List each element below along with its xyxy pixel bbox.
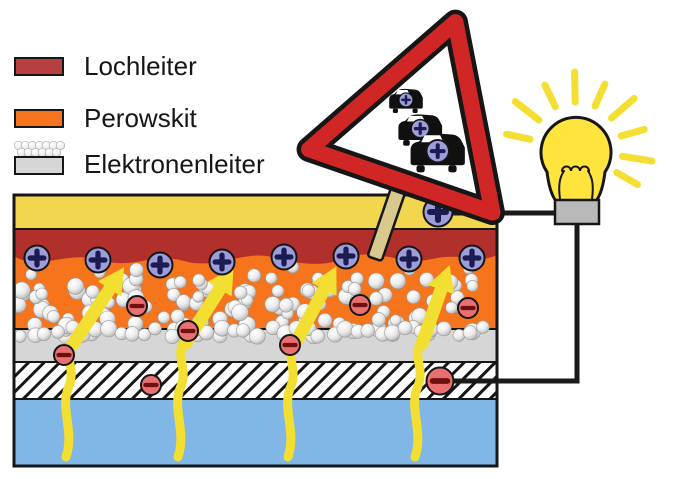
light-arrow — [410, 265, 455, 462]
legend-mini-sphere — [45, 148, 54, 157]
traffic-jam-cars — [389, 88, 465, 173]
sign-triangle-outline — [296, 9, 505, 226]
plus-charge — [23, 244, 51, 272]
layer-glass-substrate — [13, 398, 498, 467]
plus-charge — [458, 244, 486, 272]
plus-charge — [208, 248, 236, 276]
bulb-ray — [617, 125, 648, 140]
legend-mini-sphere — [24, 148, 33, 157]
bulb-ray — [503, 130, 534, 143]
sign-triangle-red-band — [301, 14, 501, 221]
legend-mini-sphere — [28, 141, 37, 150]
layer-stack-outline — [12, 193, 499, 468]
legend-swatch-spheres — [14, 141, 65, 157]
minus-charge — [349, 294, 371, 316]
minus-charge — [177, 320, 199, 342]
car-icon — [398, 114, 443, 146]
minus-charge — [457, 297, 479, 319]
legend-mini-sphere — [38, 148, 47, 157]
legend-label-lochleiter: Lochleiter — [84, 51, 197, 81]
legend-swatch-elektronenleiter — [14, 156, 64, 175]
plus-charge — [146, 251, 174, 279]
bulb-ray — [591, 80, 609, 110]
minus-charge — [425, 366, 455, 396]
wire-negative — [452, 222, 580, 384]
car-icon — [389, 88, 423, 113]
legend-mini-sphere — [42, 141, 51, 150]
bulb-base — [553, 198, 601, 226]
light-bulb-icon — [503, 68, 656, 226]
legend-mini-sphere — [17, 148, 26, 157]
bulb-rays — [503, 68, 656, 188]
legend-swatch-lochleiter — [14, 57, 64, 76]
legend-label-elektronenleiter: Elektronenleiter — [84, 149, 265, 179]
layer-transparent-electrode — [13, 361, 498, 400]
bulb-ray — [571, 68, 579, 106]
bulb-ray — [613, 169, 641, 188]
bulb-glass — [539, 115, 613, 203]
bulb-ray — [511, 98, 543, 124]
charge-carriers — [23, 242, 486, 396]
bulb-ray — [607, 94, 638, 122]
legend-mini-sphere — [52, 148, 61, 157]
bulb-ray — [618, 152, 656, 165]
plus-charge — [395, 245, 423, 273]
plus-charge — [270, 243, 298, 271]
minus-charge — [126, 295, 148, 317]
legend-mini-sphere — [49, 141, 58, 150]
bulb-ray — [541, 81, 559, 111]
legend-label-perowskit: Perowskit — [84, 103, 197, 133]
minus-charge — [53, 344, 75, 366]
bulb-filament — [558, 165, 594, 200]
light-arrows — [61, 265, 455, 462]
car-icon — [410, 133, 465, 173]
legend-mini-sphere — [14, 141, 23, 150]
traffic-jam-warning-sign — [296, 9, 505, 262]
minus-charge — [279, 334, 301, 356]
legend-swatch-perowskit — [14, 109, 64, 128]
plus-charge — [84, 246, 112, 274]
legend-mini-sphere — [21, 141, 30, 150]
legend-mini-sphere — [35, 141, 44, 150]
minus-charge — [140, 374, 162, 396]
plus-charge — [332, 242, 360, 270]
legend-mini-sphere — [31, 148, 40, 157]
legend-mini-sphere — [56, 141, 65, 150]
